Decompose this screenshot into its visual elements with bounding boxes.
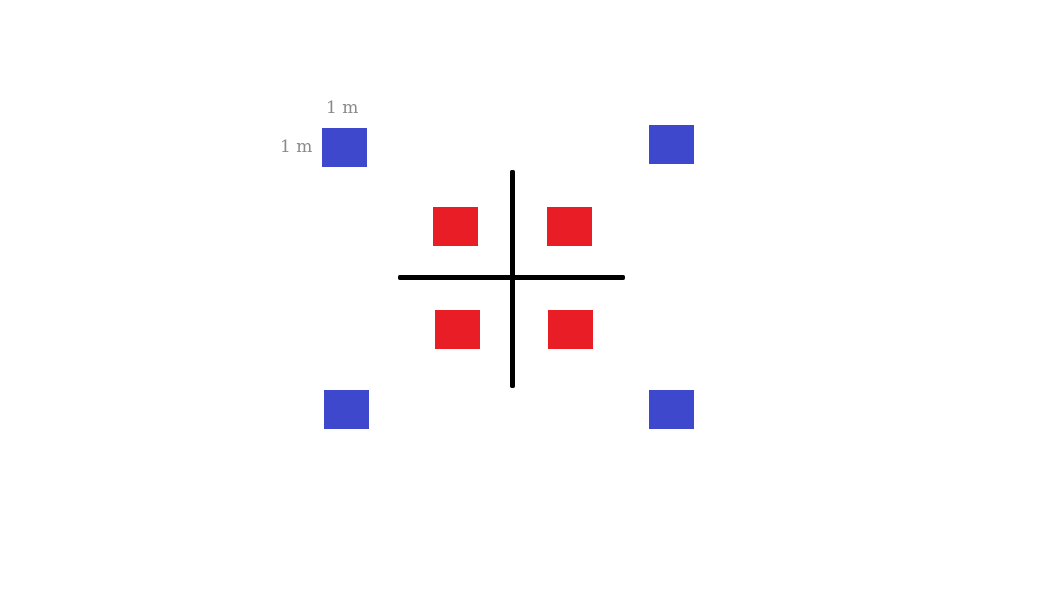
inner-square-bottom-left <box>435 310 480 349</box>
outer-square-top-right <box>649 125 694 164</box>
vertical-axis <box>510 170 515 388</box>
outer-square-bottom-left <box>324 390 369 429</box>
inner-square-top-left <box>433 207 478 246</box>
height-dimension-label: 1 m <box>280 137 313 157</box>
outer-square-bottom-right <box>649 390 694 429</box>
inner-square-bottom-right <box>548 310 593 349</box>
outer-square-top-left <box>322 128 367 167</box>
width-dimension-label: 1 m <box>326 98 359 118</box>
inner-square-top-right <box>547 207 592 246</box>
